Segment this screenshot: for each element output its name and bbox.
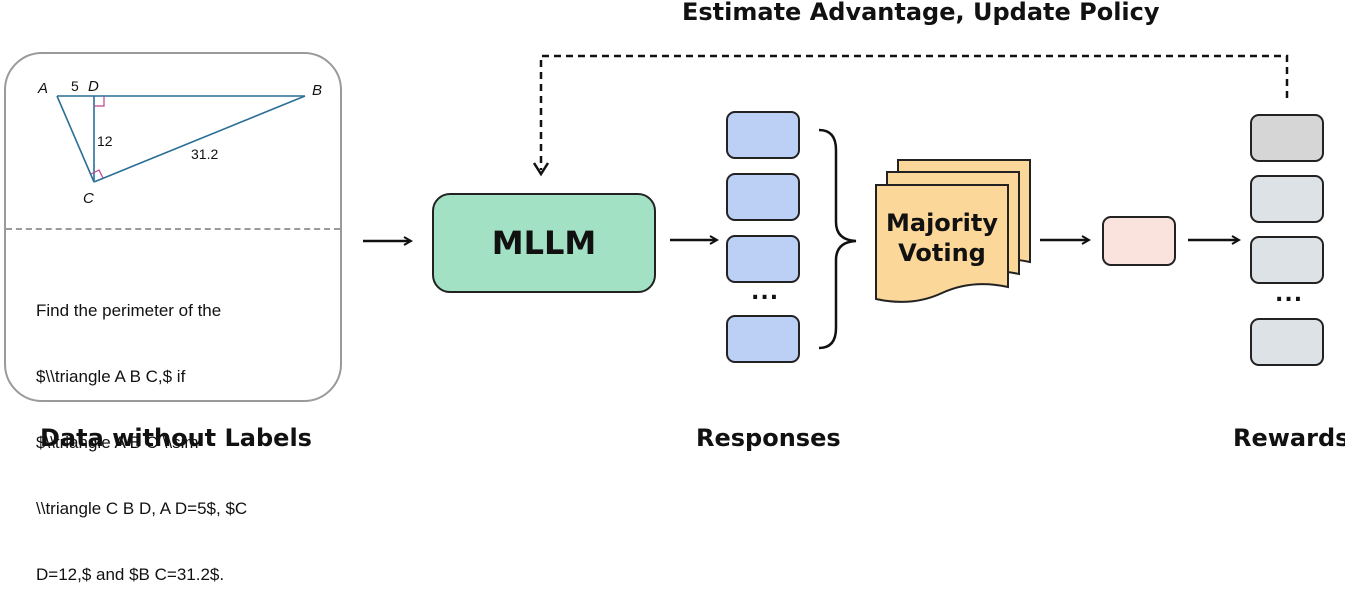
label-d: D xyxy=(88,78,99,95)
response-box xyxy=(726,235,800,283)
rewards-ellipsis: ... xyxy=(1275,282,1304,307)
reward-box xyxy=(1250,236,1324,284)
feedback-loop xyxy=(539,54,1289,170)
label-len-bc: 31.2 xyxy=(191,146,218,162)
model-box: MLLM xyxy=(432,193,656,293)
response-box xyxy=(726,111,800,159)
update-policy-title: Estimate Advantage, Update Policy xyxy=(682,0,1160,26)
responses-ellipsis: ... xyxy=(751,280,780,305)
voting-line-2: Voting xyxy=(898,239,986,267)
segment-bc xyxy=(93,95,306,183)
label-len-ad: 5 xyxy=(71,78,79,94)
right-angle-d xyxy=(94,96,105,107)
flow-arrows xyxy=(363,54,1289,350)
label-b: B xyxy=(312,82,322,99)
data-title: Data without Labels xyxy=(40,424,312,452)
problem-line: D=12,$ and $B C=31.2$. xyxy=(36,565,225,584)
problem-line: Find the perimeter of the xyxy=(36,301,222,320)
reward-box xyxy=(1250,175,1324,223)
problem-line: $\\triangle A B C \\sim xyxy=(36,433,199,452)
reward-box xyxy=(1250,318,1324,366)
reward-box xyxy=(1250,114,1324,162)
responses-brace xyxy=(818,128,857,350)
problem-line: \\triangle C B D, A D=5$, $C xyxy=(36,499,248,518)
majority-voting-label: Majority Voting xyxy=(876,208,1008,268)
voting-line-1: Majority xyxy=(886,209,998,237)
label-a: A xyxy=(37,80,48,97)
problem-line: $\\triangle A B C,$ if xyxy=(36,367,186,386)
response-box xyxy=(726,315,800,363)
right-angle-c xyxy=(90,169,104,179)
responses-title: Responses xyxy=(696,424,841,452)
segment-ac xyxy=(56,95,95,183)
data-panel xyxy=(4,52,342,402)
label-len-cd: 12 xyxy=(97,133,113,149)
voting-page-front xyxy=(875,184,1009,303)
rewards-title: Rewards xyxy=(1233,424,1345,452)
panel-divider xyxy=(6,228,340,230)
model-label: MLLM xyxy=(491,224,597,262)
triangle-figure: A D B C 5 12 31.2 xyxy=(37,78,322,207)
voted-answer-box xyxy=(1102,216,1176,266)
feedback-arrowhead xyxy=(532,162,550,177)
label-c: C xyxy=(83,190,94,207)
response-box xyxy=(726,173,800,221)
